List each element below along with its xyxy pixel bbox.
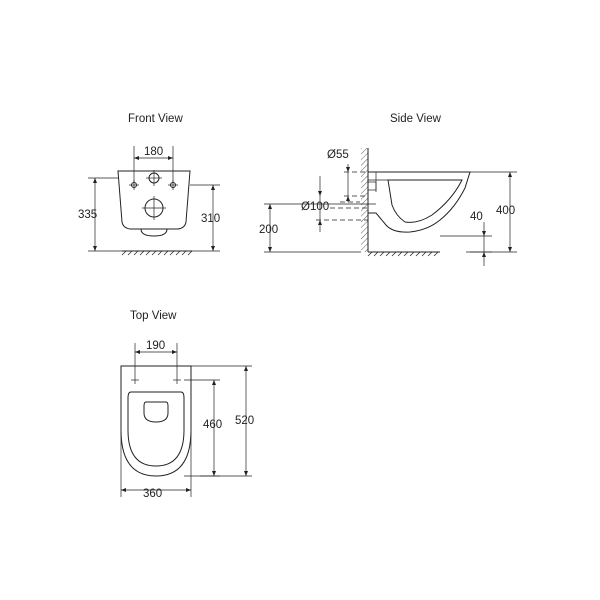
side-inlet-fitting	[367, 181, 377, 191]
side-wall	[361, 148, 368, 252]
top-view: Top View 190 460 520	[120, 310, 254, 500]
side-dim-d100: Ø100	[301, 201, 329, 213]
top-dim-460: 460	[203, 419, 222, 431]
side-view-title: Side View	[390, 113, 442, 125]
side-dim-200: 200	[259, 224, 278, 236]
top-water-surface	[143, 401, 169, 423]
front-bowl-outline	[117, 170, 191, 230]
side-view: Side View Ø55 Ø100	[259, 113, 517, 266]
front-view-title: Front View	[128, 113, 183, 125]
front-dim-180: 180	[144, 146, 163, 158]
front-dim-310: 310	[201, 213, 220, 225]
side-dim-400: 400	[496, 205, 515, 217]
side-floor-hatch	[367, 251, 439, 257]
side-bowl-inner	[387, 179, 463, 223]
top-dim-190: 190	[146, 340, 165, 352]
top-dim-520: 520	[235, 415, 254, 427]
top-bowl-rim	[127, 391, 185, 467]
side-dim-d55: Ø55	[327, 149, 349, 161]
side-dim-40: 40	[470, 211, 483, 223]
front-floor-hatch	[121, 250, 193, 256]
front-dim-335: 335	[78, 209, 97, 221]
top-dim-360: 360	[143, 488, 162, 500]
top-view-title: Top View	[130, 310, 177, 322]
top-bowl-outline	[120, 365, 192, 477]
side-bowl-outline	[368, 171, 471, 233]
front-bowl-foot	[140, 228, 168, 237]
front-view: Front View 180	[78, 113, 220, 256]
